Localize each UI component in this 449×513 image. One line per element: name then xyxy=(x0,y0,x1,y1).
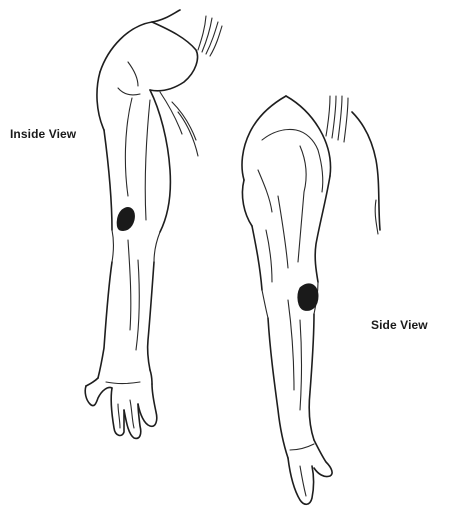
side-view-label: Side View xyxy=(371,318,428,332)
inside-view-marker xyxy=(117,208,134,231)
inside-view-label: Inside View xyxy=(10,127,76,141)
inside-view-arm xyxy=(85,10,222,438)
side-view-marker xyxy=(298,284,318,311)
